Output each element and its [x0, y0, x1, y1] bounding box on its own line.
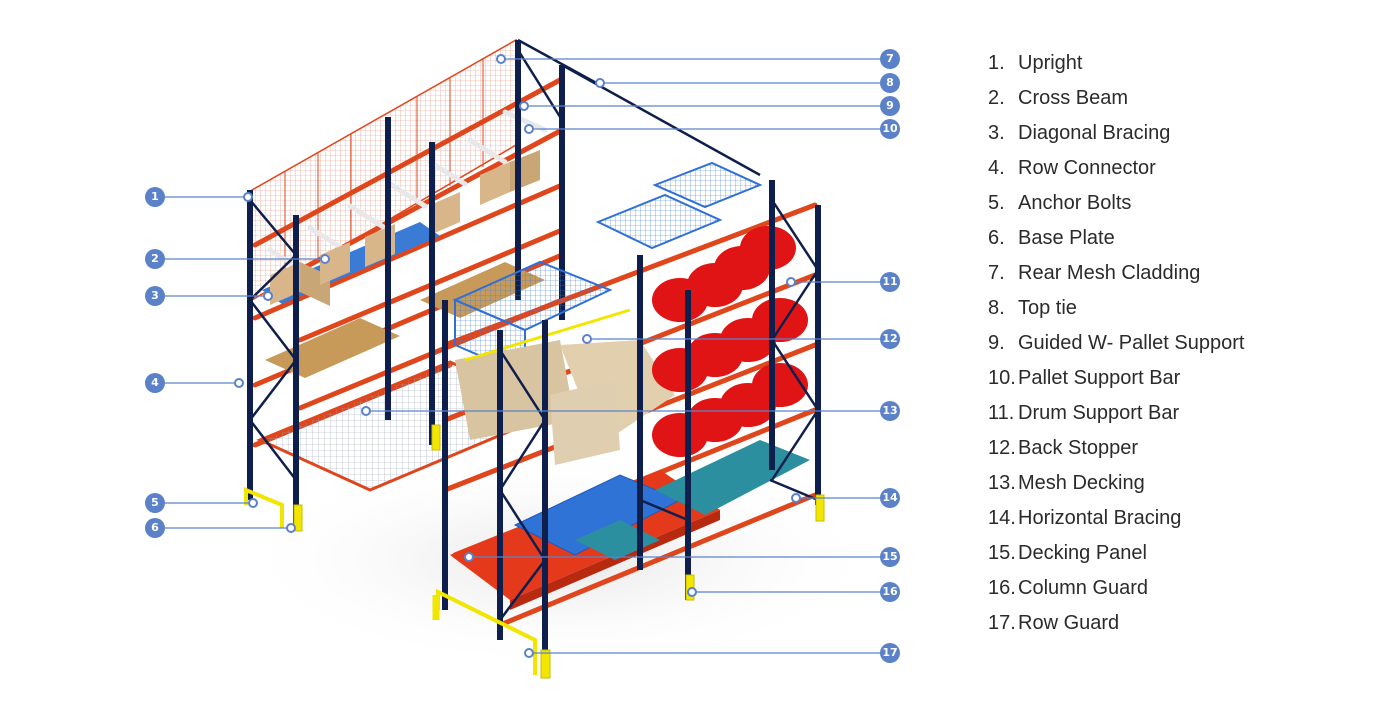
legend-label: Top tie [1018, 297, 1077, 319]
legend-item: 10.Pallet Support Bar [988, 364, 1244, 399]
legend-number: 2. [988, 87, 1005, 109]
legend-number: 1. [988, 52, 1005, 74]
legend-item: 6. Base Plate [988, 224, 1244, 259]
callout-badge-4: 4 [145, 373, 165, 393]
legend-label: Row Guard [1018, 612, 1120, 634]
anchor-dot [320, 254, 330, 264]
anchor-dot [524, 648, 534, 658]
callout-badge-11: 11 [880, 272, 900, 292]
callout-badge-6: 6 [145, 518, 165, 538]
legend-label: Cross Beam [1018, 87, 1129, 109]
legend-number: 14. [988, 507, 1016, 529]
front-rack-uprights [442, 180, 821, 665]
legend-number: 13. [988, 472, 1016, 494]
legend-label: Column Guard [1018, 577, 1149, 599]
callout-badge-7: 7 [880, 49, 900, 69]
legend-label: Guided W- Pallet Support [1018, 332, 1245, 354]
legend-number: 11. [988, 402, 1015, 424]
legend-number: 5. [988, 192, 1005, 214]
legend-label: Diagonal Bracing [1018, 122, 1171, 144]
anchor-dot [582, 334, 592, 344]
callout-badge-3: 3 [145, 286, 165, 306]
legend-label: Anchor Bolts [1018, 192, 1132, 214]
legend-number: 9. [988, 332, 1005, 354]
callout-badge-14: 14 [880, 488, 900, 508]
callout-leaders [155, 54, 890, 658]
legend-number: 17. [988, 612, 1016, 634]
legend-item: 7. Rear Mesh Cladding [988, 259, 1244, 294]
anchor-dot [234, 378, 244, 388]
legend-number: 16. [988, 577, 1016, 599]
legend-label: Base Plate [1018, 227, 1115, 249]
callout-badge-2: 2 [145, 249, 165, 269]
legend-label: Pallet Support Bar [1018, 367, 1181, 389]
legend-item: 5. Anchor Bolts [988, 189, 1244, 224]
anchor-dot [687, 587, 697, 597]
legend-item: 12.Back Stopper [988, 434, 1244, 469]
legend-item: 4. Row Connector [988, 154, 1244, 189]
callout-badge-10: 10 [880, 119, 900, 139]
legend-label: Row Connector [1018, 157, 1156, 179]
legend-label: Back Stopper [1018, 437, 1139, 459]
anchor-dot [263, 291, 273, 301]
anchor-dot [248, 498, 258, 508]
anchor-dot [519, 101, 529, 111]
callout-badge-1: 1 [145, 187, 165, 207]
anchor-dot [524, 124, 534, 134]
callout-badge-16: 16 [880, 582, 900, 602]
back-rack-uprights [247, 40, 565, 528]
legend-item: 1. Upright [988, 49, 1244, 84]
legend-item: 16.Column Guard [988, 574, 1244, 609]
row-guard-rail-back [244, 487, 284, 528]
anchor-dot [464, 552, 474, 562]
anchor-dot [786, 277, 796, 287]
diagonal-bracing [249, 38, 761, 481]
legend-label: Drum Support Bar [1018, 402, 1180, 424]
callout-badge-12: 12 [880, 329, 900, 349]
legend-number: 7. [988, 262, 1005, 284]
anchor-dot [595, 78, 605, 88]
callout-badge-5: 5 [145, 493, 165, 513]
anchor-dot [286, 523, 296, 533]
legend-number: 6. [988, 227, 1005, 249]
anchor-dot [243, 192, 253, 202]
legend-label: Mesh Decking [1018, 472, 1145, 494]
legend-item: 15.Decking Panel [988, 539, 1244, 574]
anchor-dot [791, 493, 801, 503]
anchor-dot [496, 54, 506, 64]
callout-badge-9: 9 [880, 96, 900, 116]
legend-number: 3. [988, 122, 1005, 144]
horizontal-bracing [769, 478, 819, 502]
legend-label: Horizontal Bracing [1018, 507, 1182, 529]
component-legend: 1. Upright 2. Cross Beam 3. Diagonal Bracin… [988, 49, 1244, 644]
callout-badge-17: 17 [880, 643, 900, 663]
callout-badge-8: 8 [880, 73, 900, 93]
legend-item: 17.Row Guard [988, 609, 1244, 644]
racking-illustration [230, 38, 890, 679]
callout-badge-13: 13 [880, 401, 900, 421]
legend-number: 15. [988, 542, 1016, 564]
legend-item: 9. Guided W- Pallet Support [988, 329, 1244, 364]
anchor-dot [361, 406, 371, 416]
legend-number: 10. [988, 367, 1016, 389]
legend-item: 3. Diagonal Bracing [988, 119, 1244, 154]
legend-number: 12. [988, 437, 1016, 459]
legend-label: Rear Mesh Cladding [1018, 262, 1201, 284]
legend-item: 11.Drum Support Bar [988, 399, 1244, 434]
callout-badge-15: 15 [880, 547, 900, 567]
legend-label: Decking Panel [1018, 542, 1147, 564]
legend-item: 8. Top tie [988, 294, 1244, 329]
legend-number: 8. [988, 297, 1005, 319]
legend-label: Upright [1018, 52, 1083, 74]
legend-item: 13.Mesh Decking [988, 469, 1244, 504]
legend-item: 14.Horizontal Bracing [988, 504, 1244, 539]
legend-item: 2. Cross Beam [988, 84, 1244, 119]
legend-number: 4. [988, 157, 1005, 179]
